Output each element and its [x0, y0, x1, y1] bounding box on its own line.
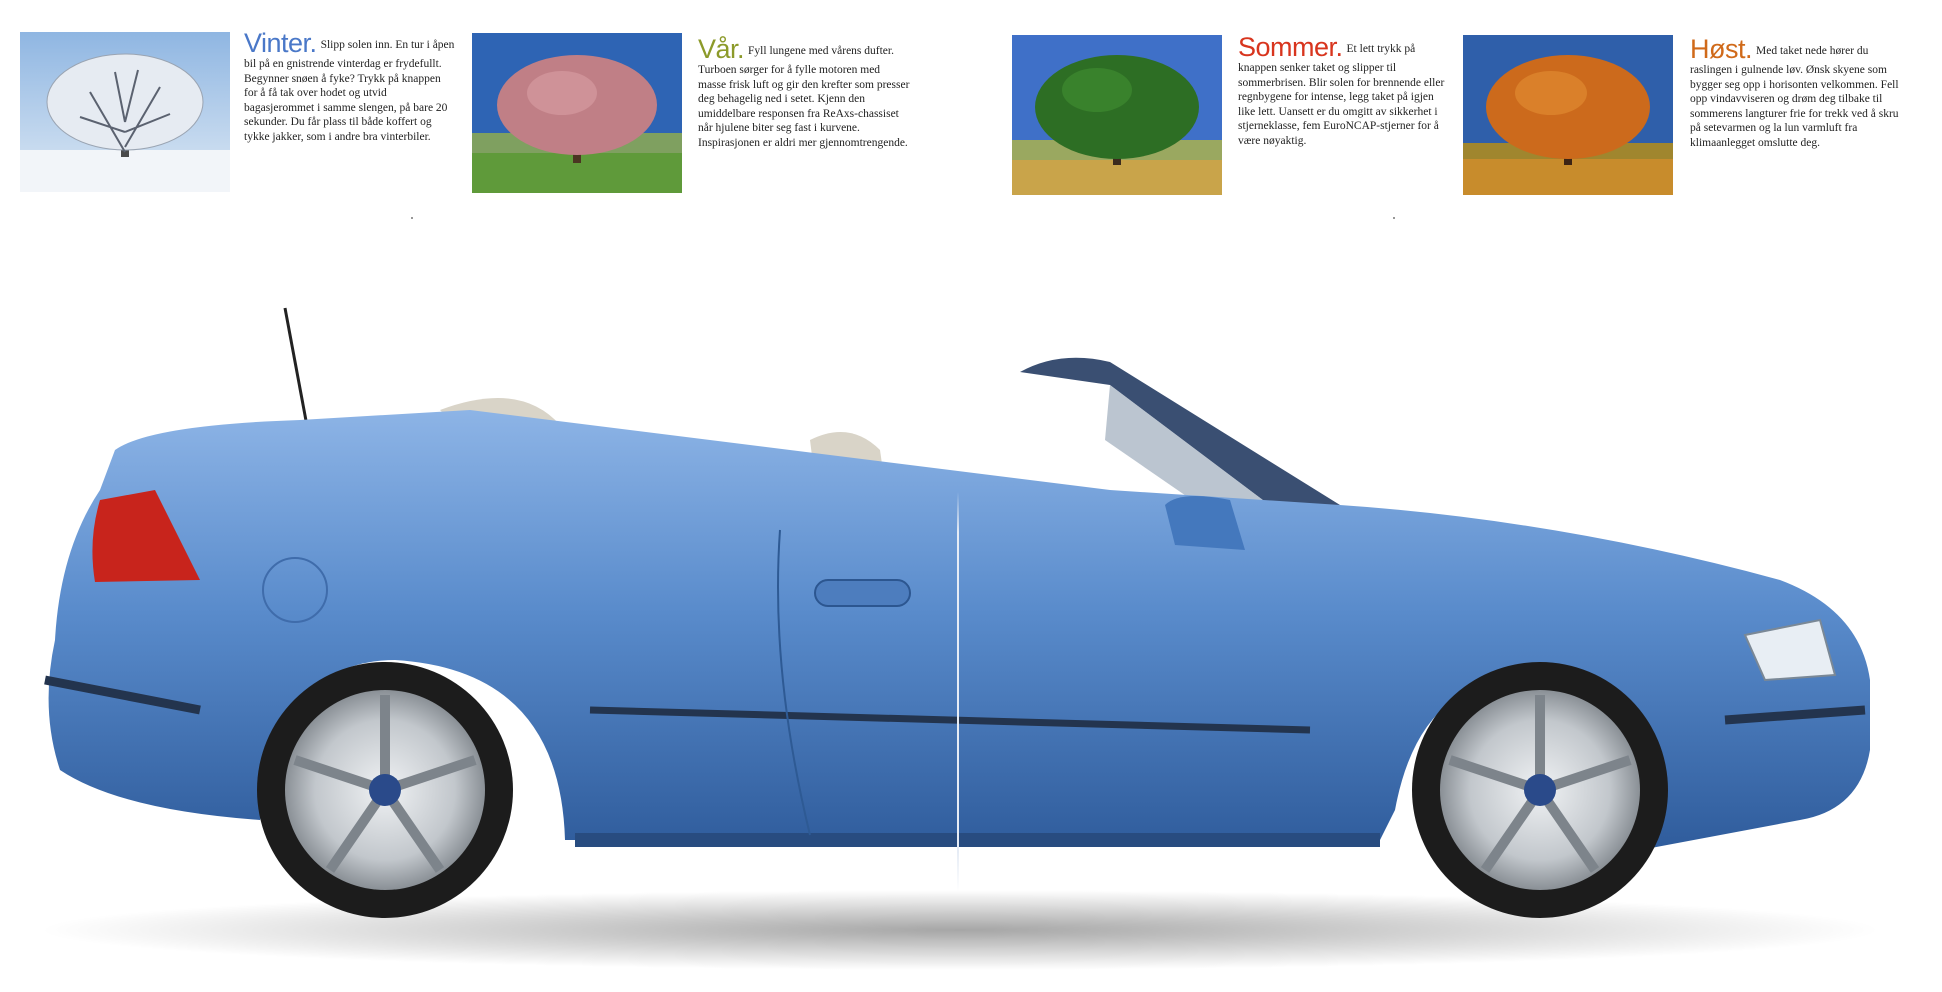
autumn-tree-photo — [1463, 35, 1673, 195]
green-tree-icon — [1012, 35, 1222, 195]
summer-tree-photo — [1012, 35, 1222, 195]
spring-body: Fyll lungene med vårens dufter. Turboen … — [698, 45, 910, 149]
page-fold — [957, 492, 959, 892]
winter-title: Vinter. — [244, 28, 317, 58]
page-dot-right — [1393, 217, 1395, 219]
car-icon — [40, 307, 1880, 970]
winter-tree-photo — [20, 32, 230, 192]
summer-title: Sommer. — [1238, 32, 1343, 62]
autumn-body: Med taket nede hører du raslingen i guln… — [1690, 45, 1899, 149]
autumn-text: Høst.Med taket nede hører du raslingen i… — [1690, 36, 1900, 151]
page-dot-left — [411, 217, 413, 219]
summer-body: Et lett trykk på knappen senker taket og… — [1238, 43, 1445, 147]
spring-title: Vår. — [698, 34, 745, 64]
winter-text: Vinter.Slipp solen inn. En tur i åpen bi… — [244, 30, 456, 145]
autumn-tree-icon — [1463, 35, 1673, 195]
convertible-car-illustration — [0, 290, 1942, 990]
spring-tree-photo — [472, 33, 682, 193]
autumn-title: Høst. — [1690, 34, 1753, 64]
blossom-tree-icon — [472, 33, 682, 193]
snow-tree-icon — [20, 32, 230, 192]
winter-body: Slipp solen inn. En tur i åpen bil på en… — [244, 39, 455, 143]
spring-text: Vår.Fyll lungene med vårens dufter. Turb… — [698, 36, 910, 151]
summer-text: Sommer.Et lett trykk på knappen senker t… — [1238, 34, 1450, 149]
